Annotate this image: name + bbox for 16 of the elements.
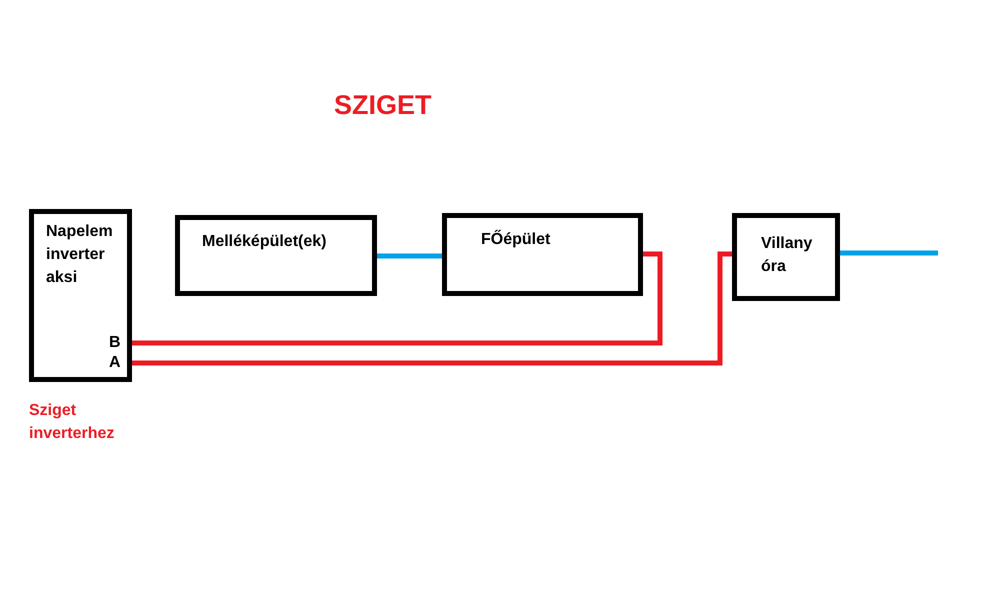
box-label: Melléképület(ek) <box>202 232 328 252</box>
box-label: FŐépület <box>481 228 552 250</box>
box-label: Napelem inverter aksi <box>46 222 114 288</box>
device-box <box>442 213 643 296</box>
wire <box>377 254 442 258</box>
device-box <box>175 215 377 296</box>
box-label: Villany óra <box>761 234 814 277</box>
device-box <box>732 213 840 301</box>
port-label: B <box>109 333 121 352</box>
wire <box>132 252 662 346</box>
device-box <box>29 209 132 382</box>
box-caption: Sziget inverterhez <box>29 401 116 444</box>
diagram-title: SZIGET <box>334 90 432 121</box>
wire <box>132 252 732 366</box>
wire <box>840 250 938 256</box>
port-label: A <box>109 353 121 372</box>
